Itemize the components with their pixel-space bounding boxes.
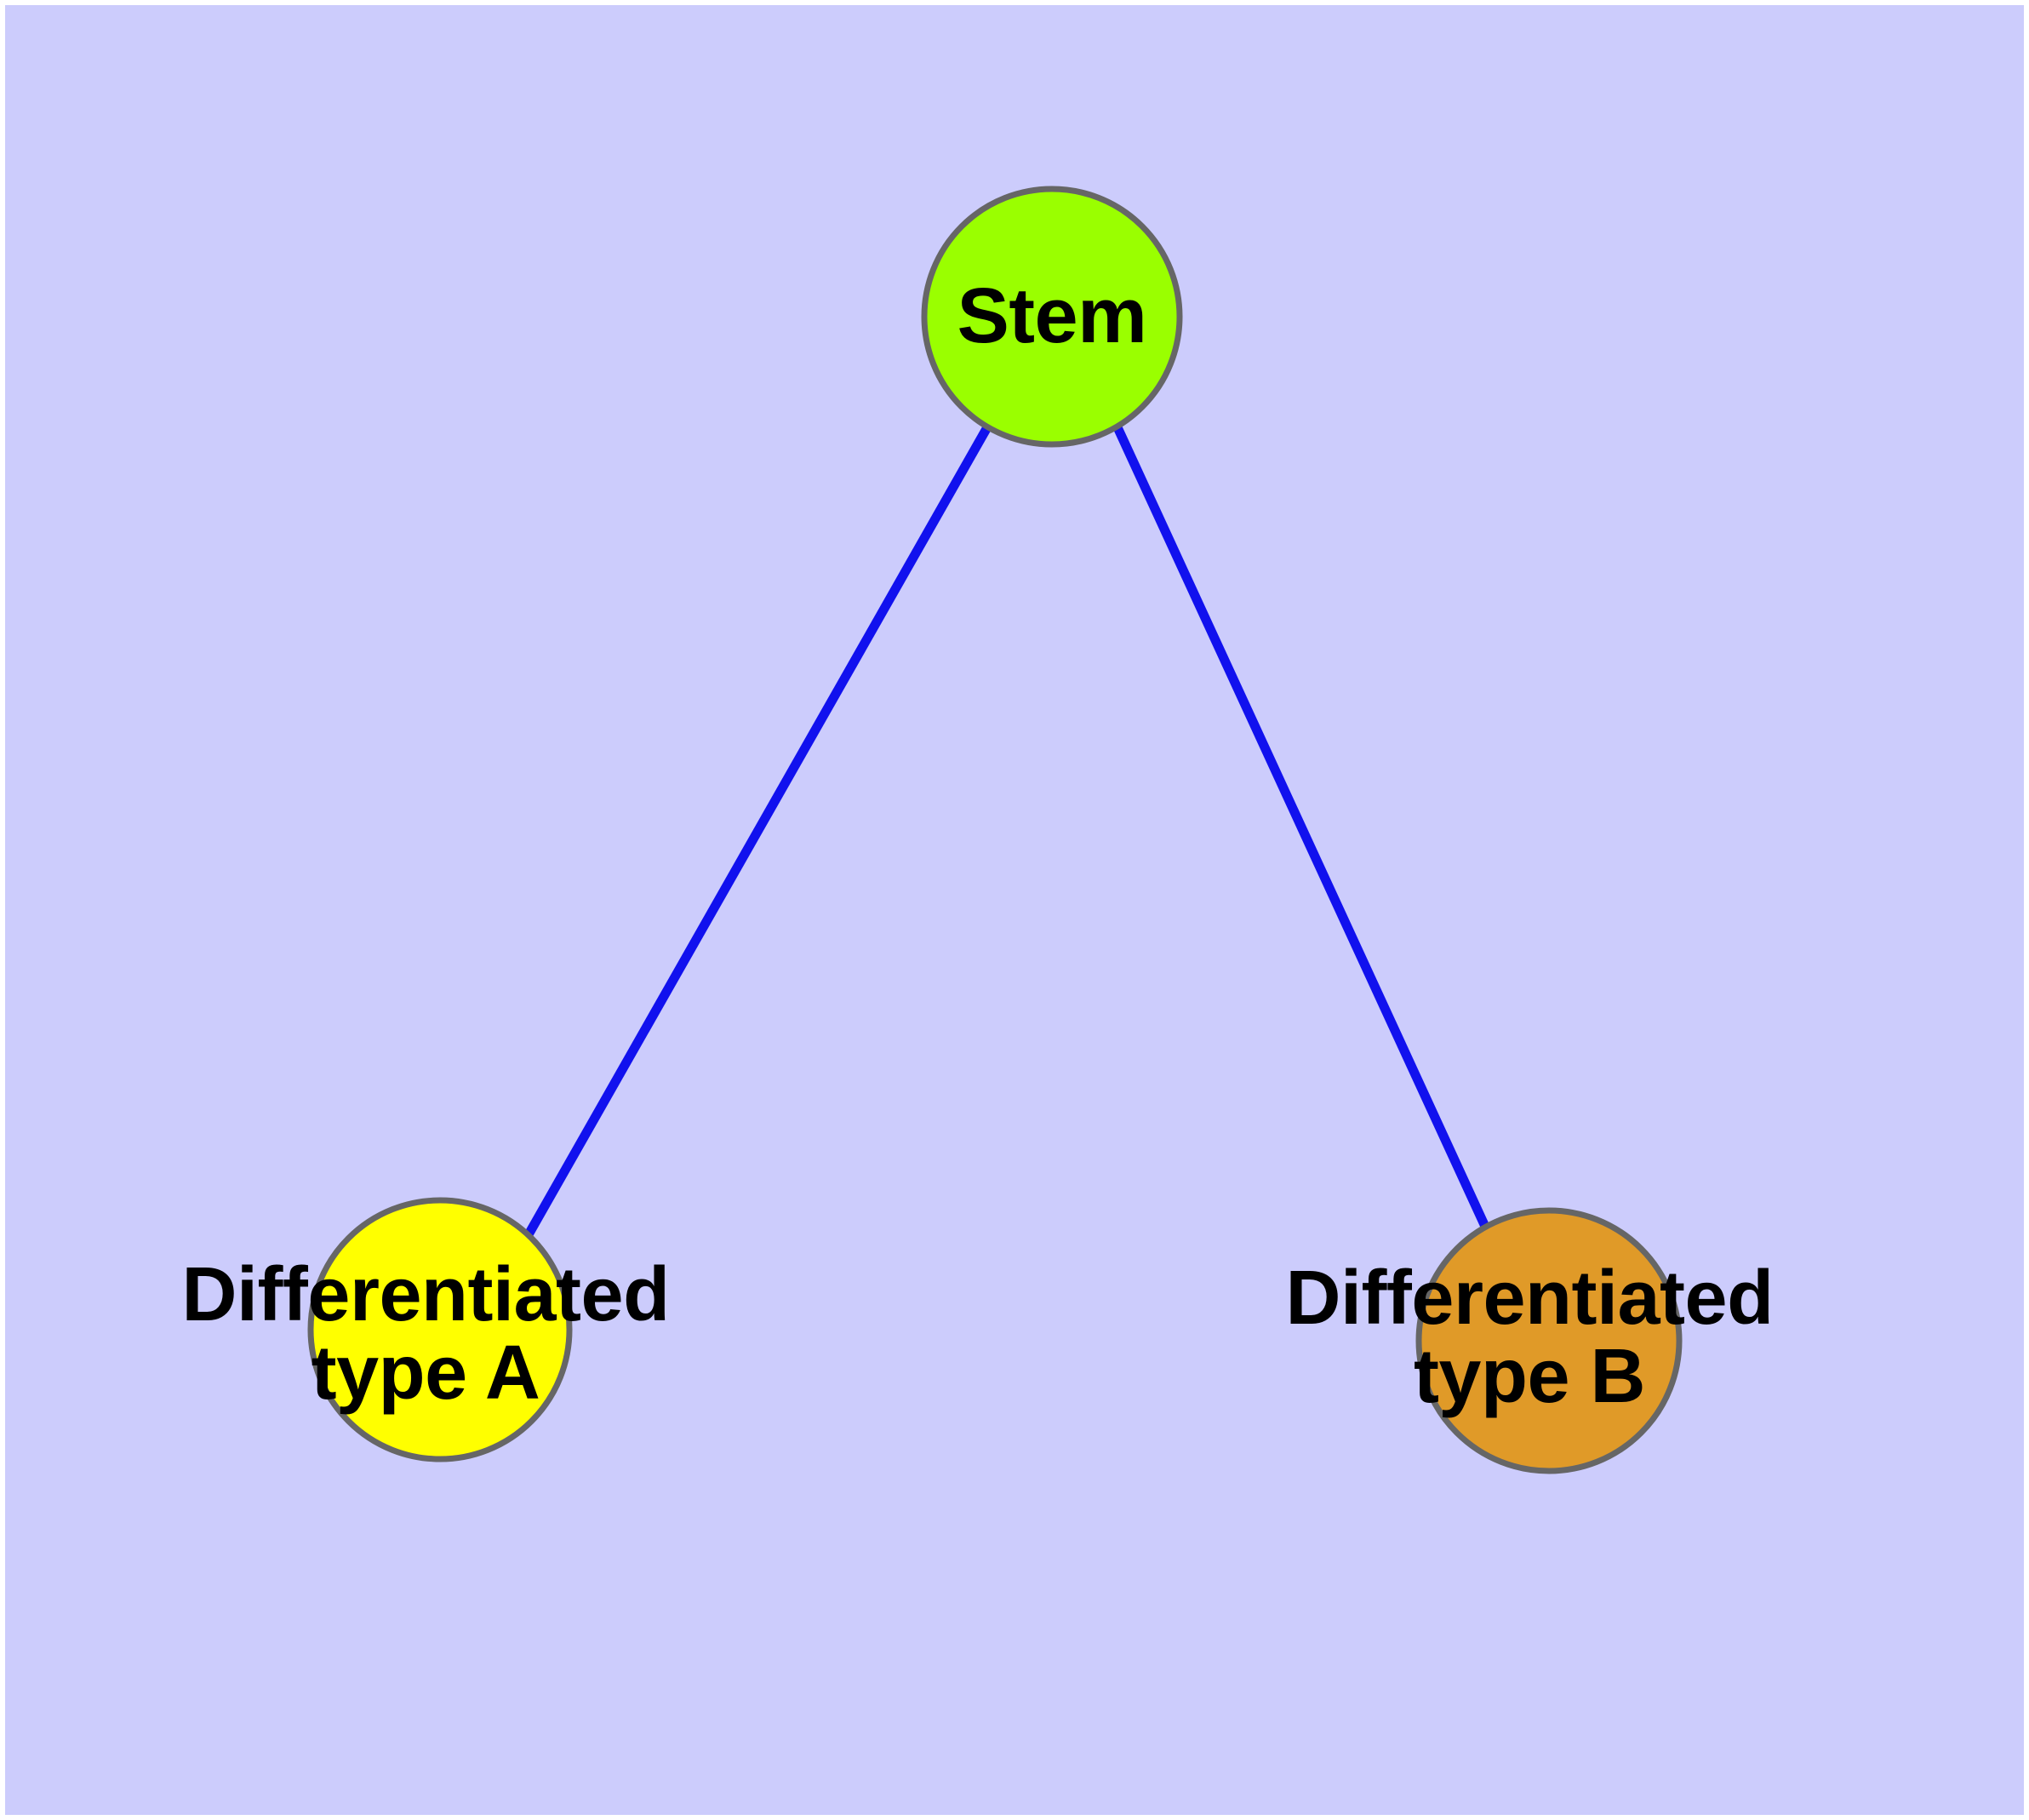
node-stem[interactable] — [921, 186, 1183, 448]
edge-stem-to-differentiated-a — [523, 425, 992, 1239]
edge-layer — [523, 425, 1490, 1239]
node-layer — [307, 186, 1683, 1474]
edge-stem-to-differentiated-b — [1113, 425, 1490, 1231]
node-differentiated-type-b[interactable] — [1415, 1207, 1683, 1474]
node-differentiated-type-a[interactable] — [307, 1197, 573, 1462]
